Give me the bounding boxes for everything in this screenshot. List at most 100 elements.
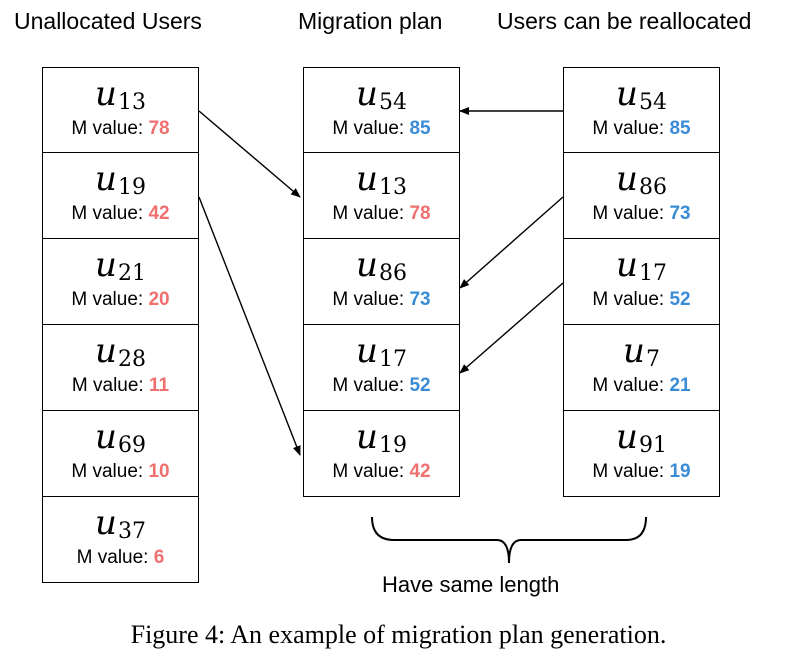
- user-name: u86: [304, 239, 459, 286]
- m-value-number: 52: [669, 289, 691, 310]
- m-value-number: 85: [409, 118, 431, 139]
- user-index: 17: [378, 347, 407, 372]
- m-value-line: M value: 21: [564, 369, 719, 403]
- unallocated-users-title: Unallocated Users: [14, 8, 202, 34]
- user-name: u19: [43, 153, 198, 200]
- user-index: 91: [638, 433, 667, 458]
- user-symbol: u: [356, 417, 379, 457]
- user-index: 54: [638, 90, 667, 115]
- user-name: u91: [564, 411, 719, 458]
- user-index: 13: [378, 175, 407, 200]
- m-value-line: M value: 6: [43, 541, 198, 575]
- user-name: u37: [43, 497, 198, 544]
- user-symbol: u: [616, 417, 639, 457]
- m-value-line: M value: 52: [304, 369, 459, 403]
- m-value-number: 52: [409, 375, 431, 396]
- m-value-number: 73: [409, 289, 431, 310]
- arrow-u17-to-plan: [459, 282, 564, 374]
- m-value-label: M value:: [71, 289, 149, 310]
- user-symbol: u: [95, 245, 118, 285]
- user-cell: u86 M value: 73: [303, 239, 460, 325]
- user-symbol: u: [95, 417, 118, 457]
- arrow-u19-to-plan: [198, 196, 301, 456]
- user-index: 69: [117, 433, 146, 458]
- m-value-label: M value:: [332, 375, 410, 396]
- m-value-label: M value:: [71, 375, 149, 396]
- user-name: u17: [304, 325, 459, 372]
- user-name: u7: [564, 325, 719, 372]
- m-value-number: 42: [148, 203, 170, 224]
- m-value-label: M value:: [592, 461, 670, 482]
- m-value-line: M value: 10: [43, 455, 198, 489]
- figure-caption: Figure 4: An example of migration plan g…: [130, 620, 667, 649]
- m-value-line: M value: 42: [43, 197, 198, 231]
- user-name: u13: [304, 153, 459, 200]
- user-name: u21: [43, 239, 198, 286]
- m-value-label: M value:: [332, 203, 410, 224]
- user-index: 17: [638, 261, 667, 286]
- m-value-number: 19: [669, 461, 691, 482]
- m-value-label: M value:: [71, 461, 149, 482]
- user-symbol: u: [95, 159, 118, 199]
- user-symbol: u: [356, 331, 379, 371]
- m-value-label: M value:: [71, 118, 149, 139]
- m-value-line: M value: 73: [564, 197, 719, 231]
- user-name: u54: [304, 68, 459, 115]
- m-value-label: M value:: [71, 203, 149, 224]
- m-value-label: M value:: [332, 289, 410, 310]
- user-name: u19: [304, 411, 459, 458]
- user-index: 13: [117, 90, 146, 115]
- migration-plan-title: Migration plan: [298, 8, 443, 34]
- m-value-number: 6: [153, 547, 165, 568]
- same-length-label: Have same length: [382, 572, 560, 597]
- arrow-u86-to-plan: [459, 196, 564, 289]
- m-value-label: M value:: [592, 203, 670, 224]
- user-name: u86: [564, 153, 719, 200]
- user-index: 21: [117, 261, 146, 286]
- m-value-line: M value: 11: [43, 369, 198, 403]
- user-name: u17: [564, 239, 719, 286]
- m-value-line: M value: 85: [564, 112, 719, 146]
- m-value-number: 78: [409, 203, 431, 224]
- m-value-number: 78: [148, 118, 170, 139]
- m-value-line: M value: 19: [564, 455, 719, 489]
- user-name: u28: [43, 325, 198, 372]
- user-index: 7: [645, 347, 660, 372]
- user-symbol: u: [356, 74, 379, 114]
- arrow-u13-to-plan: [198, 110, 301, 198]
- same-length-brace: [371, 516, 647, 564]
- m-value-line: M value: 20: [43, 283, 198, 317]
- user-index: 54: [378, 90, 407, 115]
- user-index: 86: [638, 175, 667, 200]
- m-value-line: M value: 78: [304, 197, 459, 231]
- user-name: u13: [43, 68, 198, 115]
- m-value-line: M value: 42: [304, 455, 459, 489]
- user-index: 37: [117, 519, 146, 544]
- m-value-label: M value:: [592, 375, 670, 396]
- m-value-number: 42: [409, 461, 431, 482]
- user-index: 28: [117, 347, 146, 372]
- user-symbol: u: [616, 159, 639, 199]
- reallocatable-users-title: Users can be reallocated: [497, 8, 752, 34]
- m-value-label: M value:: [592, 118, 670, 139]
- m-value-line: M value: 78: [43, 112, 198, 146]
- m-value-number: 20: [148, 289, 170, 310]
- m-value-line: M value: 85: [304, 112, 459, 146]
- user-symbol: u: [356, 245, 379, 285]
- user-symbol: u: [95, 74, 118, 114]
- m-value-label: M value:: [332, 118, 410, 139]
- m-value-label: M value:: [332, 461, 410, 482]
- m-value-label: M value:: [592, 289, 670, 310]
- user-symbol: u: [623, 331, 646, 371]
- user-symbol: u: [616, 245, 639, 285]
